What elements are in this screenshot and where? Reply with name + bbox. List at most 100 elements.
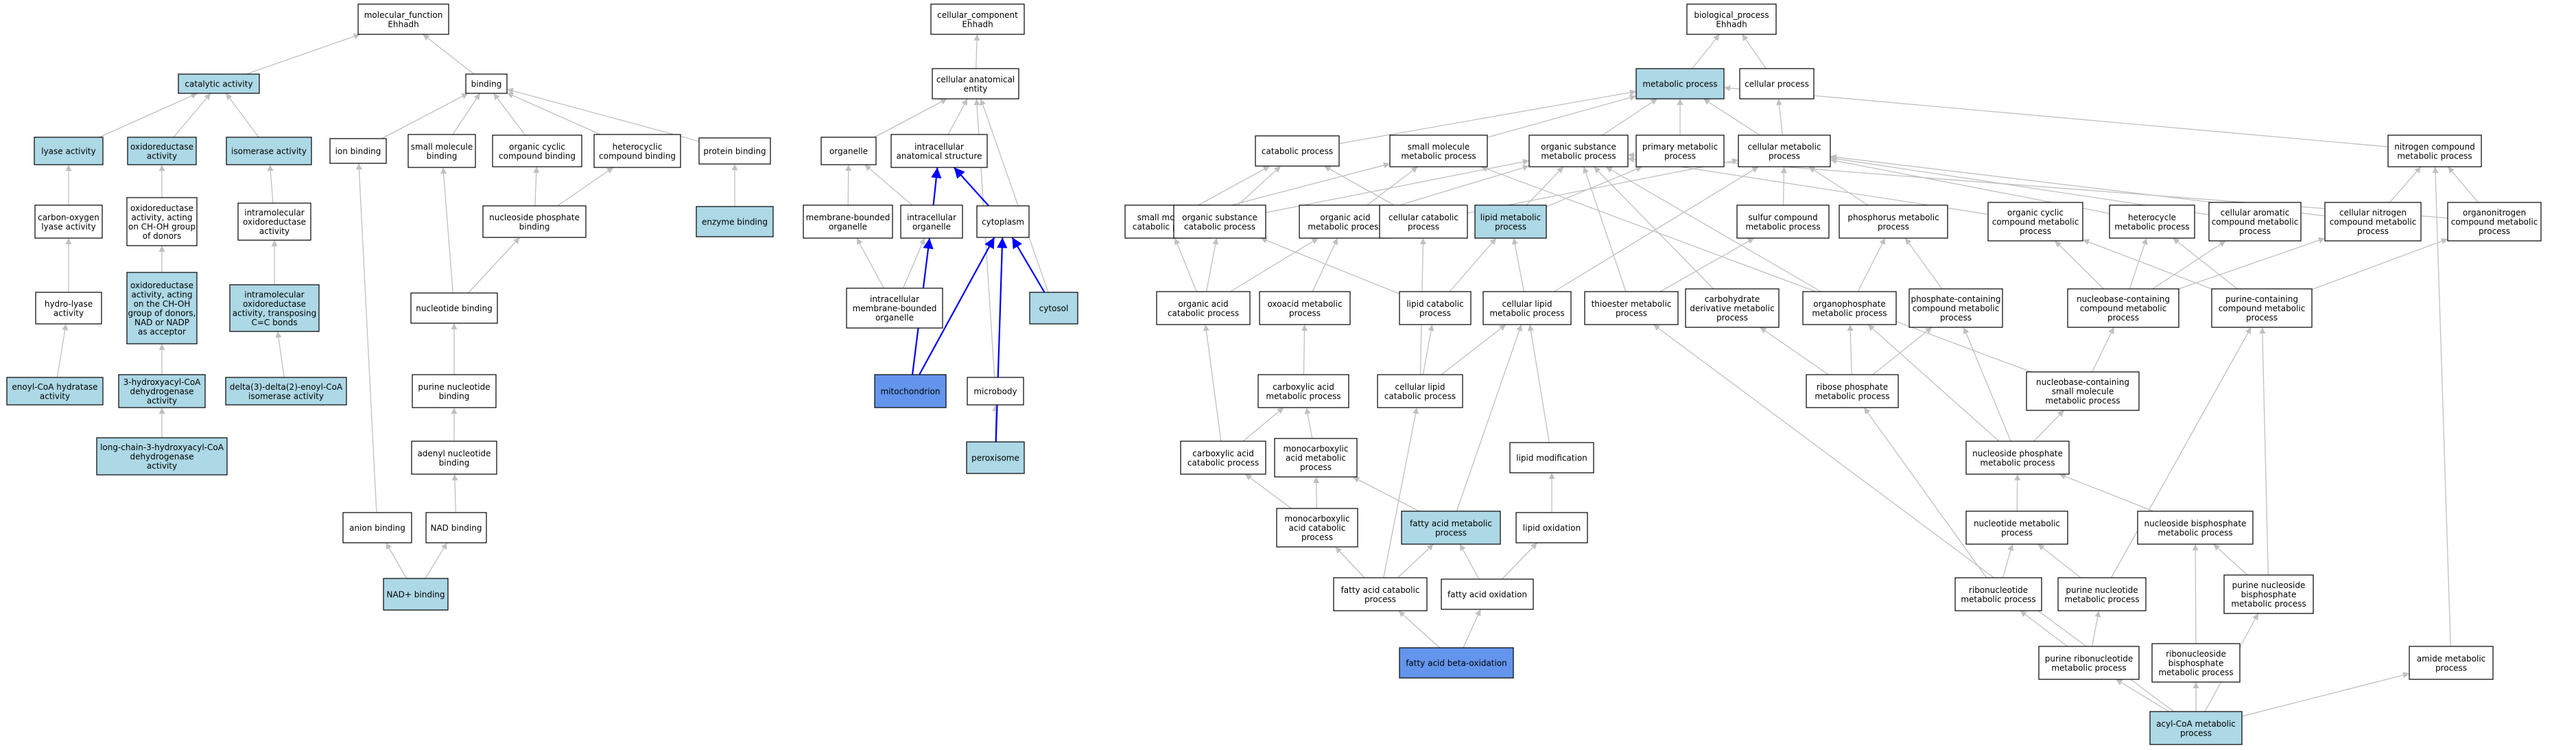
node-enzb[interactable]: enzyme binding xyxy=(696,206,774,237)
node-cyto[interactable]: cytoplasm xyxy=(976,205,1030,238)
node-lyase[interactable]: lyase activity xyxy=(34,137,104,165)
node-faox[interactable]: fatty acid oxidation xyxy=(1441,578,1534,610)
node-mito[interactable]: mitochondrion xyxy=(874,374,947,408)
node-nadb[interactable]: NAD binding xyxy=(425,512,487,543)
node-microbody[interactable]: microbody xyxy=(967,377,1024,406)
node-box xyxy=(930,3,1025,35)
edge-faox-to-famp xyxy=(1459,543,1480,580)
node-nadp[interactable]: NAD+ binding xyxy=(383,578,449,611)
node-cellp[interactable]: cellular process xyxy=(1739,68,1815,99)
node-fabo[interactable]: fatty acid beta-oxidation xyxy=(1399,647,1514,679)
node-lmod[interactable]: lipid modification xyxy=(1509,442,1594,473)
node-organelle[interactable]: organelle xyxy=(820,137,877,165)
node-nucb[interactable]: nucleotide binding xyxy=(410,292,498,324)
node-ion[interactable]: ion binding xyxy=(329,138,387,164)
node-metab[interactable]: metabolic process xyxy=(1635,68,1725,99)
edge-cmp-to-metab xyxy=(1703,98,1760,136)
node-isom[interactable]: isomerase activity xyxy=(226,137,312,165)
node-protb[interactable]: protein binding xyxy=(698,137,771,165)
node-catab[interactable]: catabolic process xyxy=(1255,135,1340,167)
node-lchacd[interactable]: long-chain-3-hydroxyacyl-CoAdehydrogenas… xyxy=(96,437,228,476)
node-perox[interactable]: peroxisome xyxy=(966,441,1025,474)
node-binding[interactable]: binding xyxy=(465,73,508,94)
node-lox[interactable]: lipid oxidation xyxy=(1515,512,1588,543)
node-cat[interactable]: catalytic activity xyxy=(178,73,260,94)
edge-mito-to-cyto xyxy=(919,237,995,375)
node-anion[interactable]: anion binding xyxy=(342,512,412,543)
node-box xyxy=(1686,3,1777,35)
node-box xyxy=(2447,202,2542,242)
node-cytosol[interactable]: cytosol xyxy=(1029,292,1078,325)
